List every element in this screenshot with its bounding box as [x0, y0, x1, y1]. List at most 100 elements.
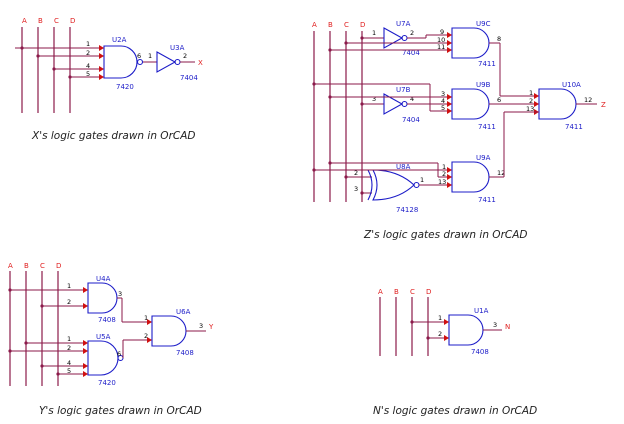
- n-u1a-and-gate: [448, 314, 484, 346]
- z-junction: [344, 175, 348, 179]
- z-junction: [328, 48, 332, 52]
- z-u8a-pin: 2: [354, 169, 358, 177]
- z-pin-arrow: [447, 167, 452, 173]
- x-pin-arrow: [99, 74, 104, 80]
- z-u9b-pin: 5: [441, 104, 445, 112]
- x-u3a-part: 7404: [180, 74, 198, 82]
- n-bus-label-a: A: [378, 288, 383, 296]
- n-pin-arrow: [444, 319, 449, 325]
- y-pin-arrow: [147, 319, 152, 325]
- n-pin-arrow: [444, 335, 449, 341]
- n-u1a-part: 7408: [471, 348, 489, 356]
- y-u6a-name: U6A: [176, 308, 191, 316]
- x-junction: [52, 67, 56, 71]
- z-pin-arrow: [447, 94, 452, 100]
- n-output-label: N: [505, 323, 510, 331]
- y-u5a-part: 7420: [98, 379, 116, 387]
- y-junction: [40, 304, 44, 308]
- z-u9c-pin: 11: [437, 43, 445, 51]
- y-pin-arrow: [83, 371, 88, 377]
- n-schematic: A B C D 1 2 U1A 7408 3 N: [378, 288, 510, 356]
- z-pin-arrow: [447, 108, 452, 114]
- z-u8a-name: U8A: [396, 163, 411, 171]
- y-u6a-pin: 2: [144, 332, 148, 340]
- z-u9a-pin: 12: [497, 169, 505, 177]
- z-u9a-pin: 13: [438, 178, 446, 186]
- z-u8a-pin: 3: [354, 185, 358, 193]
- y-u4a-pin: 3: [118, 290, 122, 298]
- x-pin-arrow: [99, 45, 104, 51]
- z-u7b-pin: 3: [372, 95, 376, 103]
- z-u9a-and-gate: [451, 161, 490, 193]
- y-u5a-pin: 5: [67, 367, 71, 375]
- z-u9a-part: 7411: [478, 196, 496, 204]
- y-u5a-pin: 4: [67, 359, 71, 367]
- y-u4a-pin: 2: [67, 298, 71, 306]
- x-u2a-pin: 1: [86, 40, 90, 48]
- z-u9c-name: U9C: [476, 20, 491, 28]
- x-pin-arrow: [99, 66, 104, 72]
- x-u2a-pin: 4: [86, 62, 90, 70]
- y-u5a-name: U5A: [96, 333, 111, 341]
- x-u2a-pin: 5: [86, 70, 90, 78]
- y-junction: [8, 288, 12, 292]
- y-u5a-nand-gate: [87, 340, 119, 376]
- z-bus-label-a: A: [312, 21, 317, 29]
- z-junction: [328, 161, 332, 165]
- y-u5a-pin: 1: [67, 335, 71, 343]
- n-junction: [410, 320, 414, 324]
- y-pin-arrow: [83, 363, 88, 369]
- z-junction: [328, 95, 332, 99]
- x-u2a-pin: 2: [86, 49, 90, 57]
- z-u7a-pin: 1: [372, 29, 376, 37]
- y-u4a-name: U4A: [96, 275, 111, 283]
- z-bus-label-c: C: [344, 21, 349, 29]
- n-bus-label-d: D: [426, 288, 431, 296]
- z-pin-arrow: [534, 93, 539, 99]
- y-pin-arrow: [147, 337, 152, 343]
- x-u2a-part: 7420: [116, 83, 134, 91]
- y-u6a-pin: 3: [199, 322, 203, 330]
- y-junction: [56, 372, 60, 376]
- x-u3a-not-gate: [156, 51, 177, 73]
- z-u10a-and-gate: [538, 88, 577, 120]
- z-u8a-xnor-back: [367, 169, 373, 201]
- z-junction: [312, 168, 316, 172]
- z-pin-arrow: [447, 174, 452, 180]
- z-u8a-part: 74128: [396, 206, 418, 214]
- z-u7a-name: U7A: [396, 20, 411, 28]
- z-u9c-part: 7411: [478, 60, 496, 68]
- x-pin-arrow: [99, 53, 104, 59]
- z-u7a-not-gate: [383, 27, 404, 49]
- y-pin-arrow: [83, 287, 88, 293]
- z-u9c-and-gate: [451, 27, 490, 59]
- z-u9c-pin: 10: [437, 36, 445, 44]
- z-u8a-xnor-gate: [372, 169, 415, 201]
- y-pin-arrow: [83, 340, 88, 346]
- z-u10a-pin: 13: [526, 105, 534, 113]
- y-bus-label-b: B: [24, 262, 29, 270]
- y-junction: [8, 349, 12, 353]
- x-u2a-pin: 6: [137, 52, 141, 60]
- n-caption: N's logic gates drawn in OrCAD: [373, 405, 538, 417]
- x-bus-label-b: B: [38, 17, 43, 25]
- z-junction: [360, 36, 364, 40]
- x-caption: X's logic gates drawn in OrCAD: [32, 130, 196, 142]
- z-u8a-pin: 1: [420, 176, 424, 184]
- z-pin-arrow: [447, 101, 452, 107]
- x-u2a-nand-gate: [103, 45, 138, 79]
- y-output-label: Y: [208, 323, 214, 331]
- z-junction: [360, 102, 364, 106]
- x-junction: [36, 54, 40, 58]
- y-pin-arrow: [83, 303, 88, 309]
- z-u7b-name: U7B: [396, 86, 411, 94]
- x-junction: [20, 46, 24, 50]
- z-u9b-name: U9B: [476, 81, 491, 89]
- x-u3a-name: U3A: [170, 44, 185, 52]
- y-junction: [24, 341, 28, 345]
- z-pin-arrow: [534, 101, 539, 107]
- y-bus-label-d: D: [56, 262, 61, 270]
- z-output-label: Z: [601, 101, 606, 109]
- z-pin-arrow: [447, 182, 452, 188]
